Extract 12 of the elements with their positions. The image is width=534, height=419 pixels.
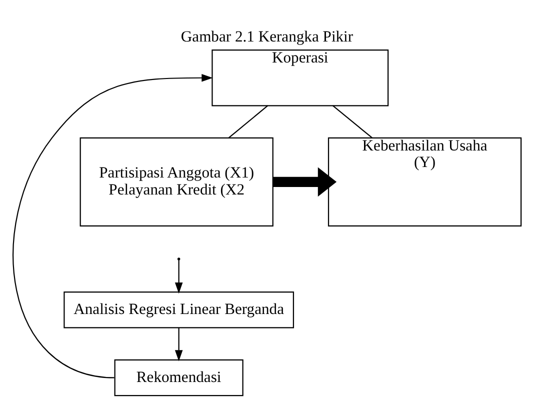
connector (228, 104, 268, 138)
connector (332, 104, 372, 138)
arrow (174, 259, 183, 294)
node-box: Analisis Regresi Linear Berganda (64, 290, 294, 328)
diagram-title: Gambar 2.1 Kerangka Pikir (180, 28, 354, 45)
arrow (273, 166, 337, 196)
node-box: Keberhasilan Usaha (Y) (328, 136, 522, 226)
node-box: Rekomendasi (114, 358, 244, 396)
node-box: Partisipasi Anggota (X1) Pelayanan Kredit (X2 (80, 136, 274, 226)
arrow (12, 73, 213, 378)
node-box: Koperasi (212, 49, 389, 106)
arrow (174, 327, 183, 361)
